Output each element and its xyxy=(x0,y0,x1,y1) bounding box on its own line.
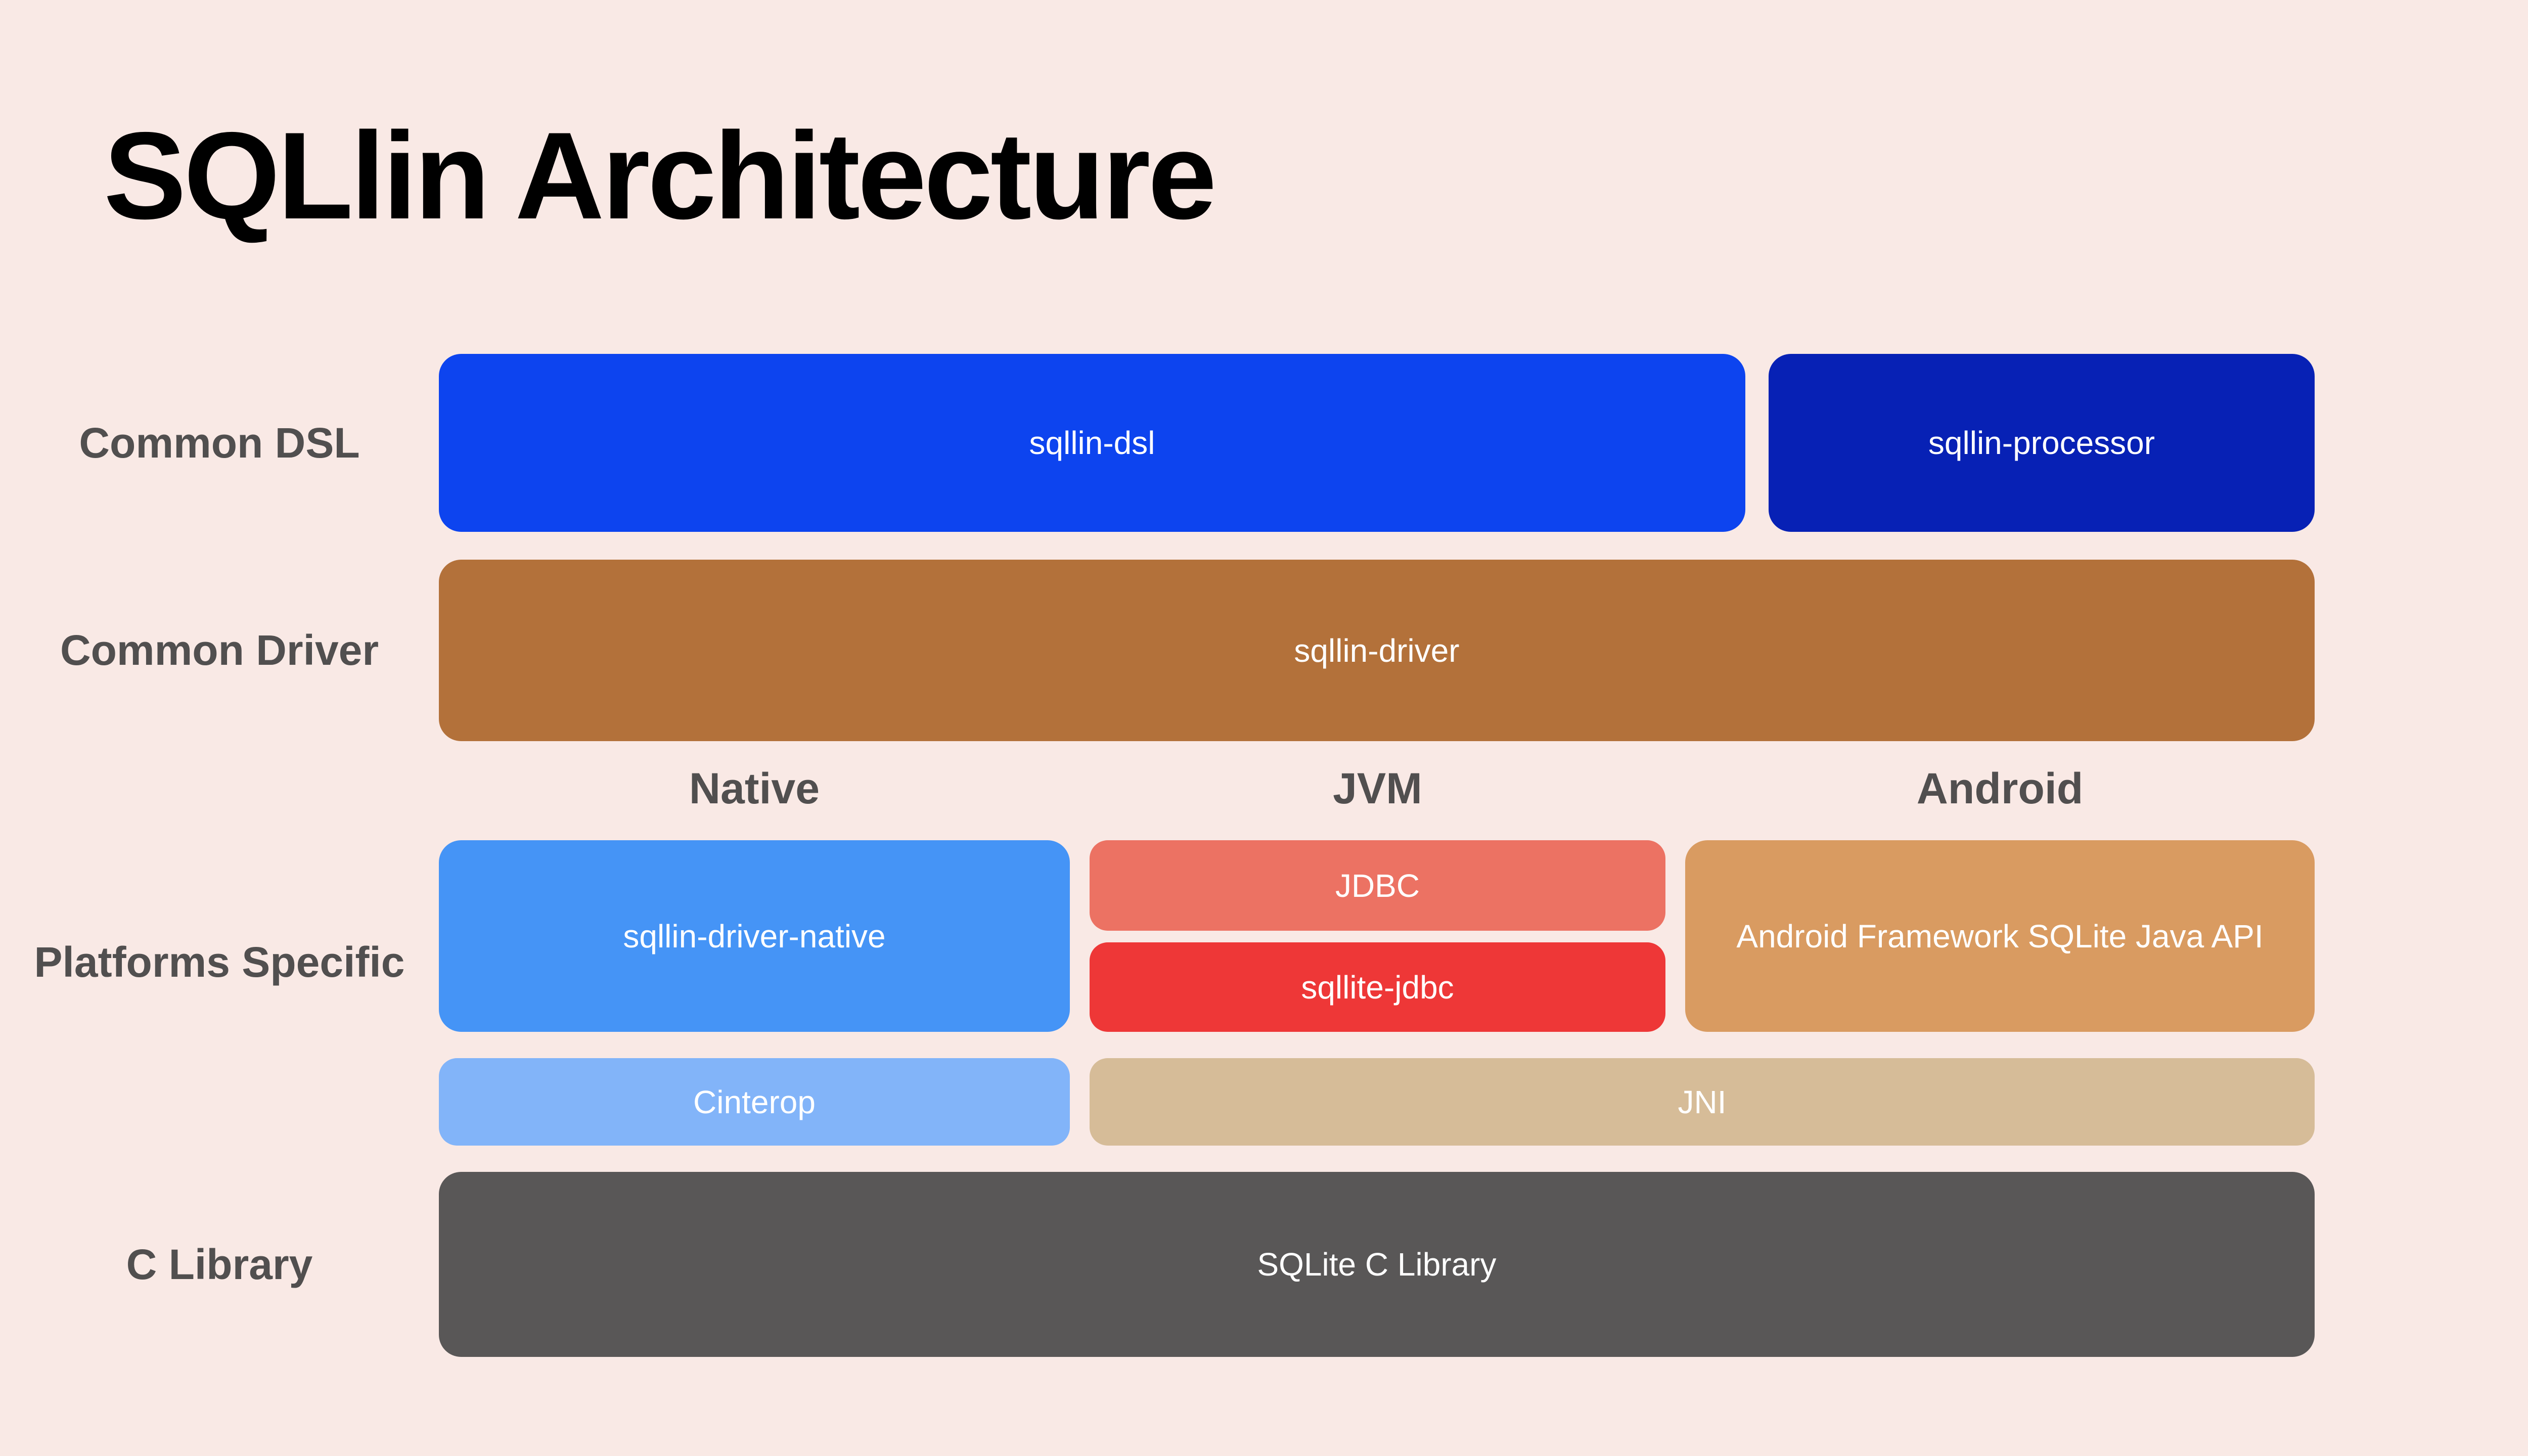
row-label-c-library: C Library xyxy=(126,1240,313,1288)
header-android: Android xyxy=(1916,764,2084,813)
box-jdbc: JDBC xyxy=(1090,840,1665,931)
box-jni: JNI xyxy=(1090,1058,2315,1146)
box-sqllin-driver: sqllin-driver xyxy=(439,560,2315,741)
common-dsl-row: sqllin-dsl sqllin-processor xyxy=(439,354,2315,532)
row-label-platforms-specific: Platforms Specific xyxy=(34,938,405,986)
c-library-row: SQLite C Library xyxy=(439,1172,2315,1357)
box-cinterop: Cinterop xyxy=(439,1058,1070,1146)
box-sqllite-jdbc: sqllite-jdbc xyxy=(1090,942,1665,1032)
box-sqllin-processor: sqllin-processor xyxy=(1769,354,2315,532)
row-label-common-dsl: Common DSL xyxy=(79,419,360,467)
platform-headers-row: Native JVM Android xyxy=(439,758,2315,819)
platforms-specific-row: sqllin-driver-native JDBC sqllite-jdbc A… xyxy=(439,840,2315,1032)
box-sqllin-driver-native: sqllin-driver-native xyxy=(439,840,1070,1032)
header-jvm: JVM xyxy=(1333,764,1422,813)
bridge-row: Cinterop JNI xyxy=(439,1058,2315,1146)
common-driver-row: sqllin-driver xyxy=(439,560,2315,741)
header-native: Native xyxy=(689,764,820,813)
jvm-column: JDBC sqllite-jdbc xyxy=(1090,840,1665,1032)
row-label-common-driver: Common Driver xyxy=(60,626,379,674)
page-title: SQLlin Architecture xyxy=(104,106,1217,245)
box-sqllin-dsl: sqllin-dsl xyxy=(439,354,1745,532)
box-android-framework-sqlite-java-api: Android Framework SQLite Java API xyxy=(1685,840,2315,1032)
box-sqlite-c-library: SQLite C Library xyxy=(439,1172,2315,1357)
